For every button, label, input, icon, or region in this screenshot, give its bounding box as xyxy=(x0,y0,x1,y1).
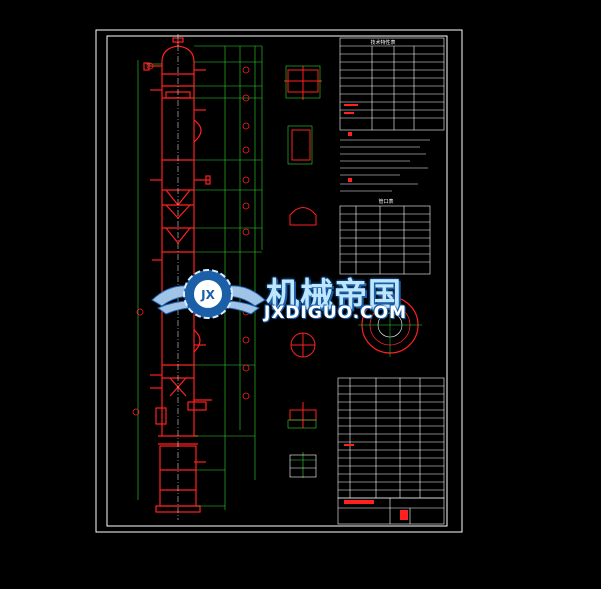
watermark-badge-text: JX xyxy=(200,288,215,302)
right-tables xyxy=(337,37,445,525)
top-view-flange xyxy=(358,293,422,357)
sheet-outer-frame xyxy=(95,29,463,533)
balloon-markers xyxy=(132,62,250,416)
watermark-logo: JX xyxy=(151,269,266,319)
table-mid-title: 管口表 xyxy=(378,198,393,205)
watermark-cn-text: 机械帝国 xyxy=(266,275,402,314)
watermark-en-text: JXDIGUO.COM xyxy=(264,303,408,323)
table-red-marks xyxy=(344,104,408,520)
table-top-title: 技术特性表 xyxy=(370,39,395,46)
detail-views xyxy=(284,65,322,478)
dimension-lines xyxy=(137,45,263,510)
sheet-inner-frame xyxy=(106,35,448,527)
